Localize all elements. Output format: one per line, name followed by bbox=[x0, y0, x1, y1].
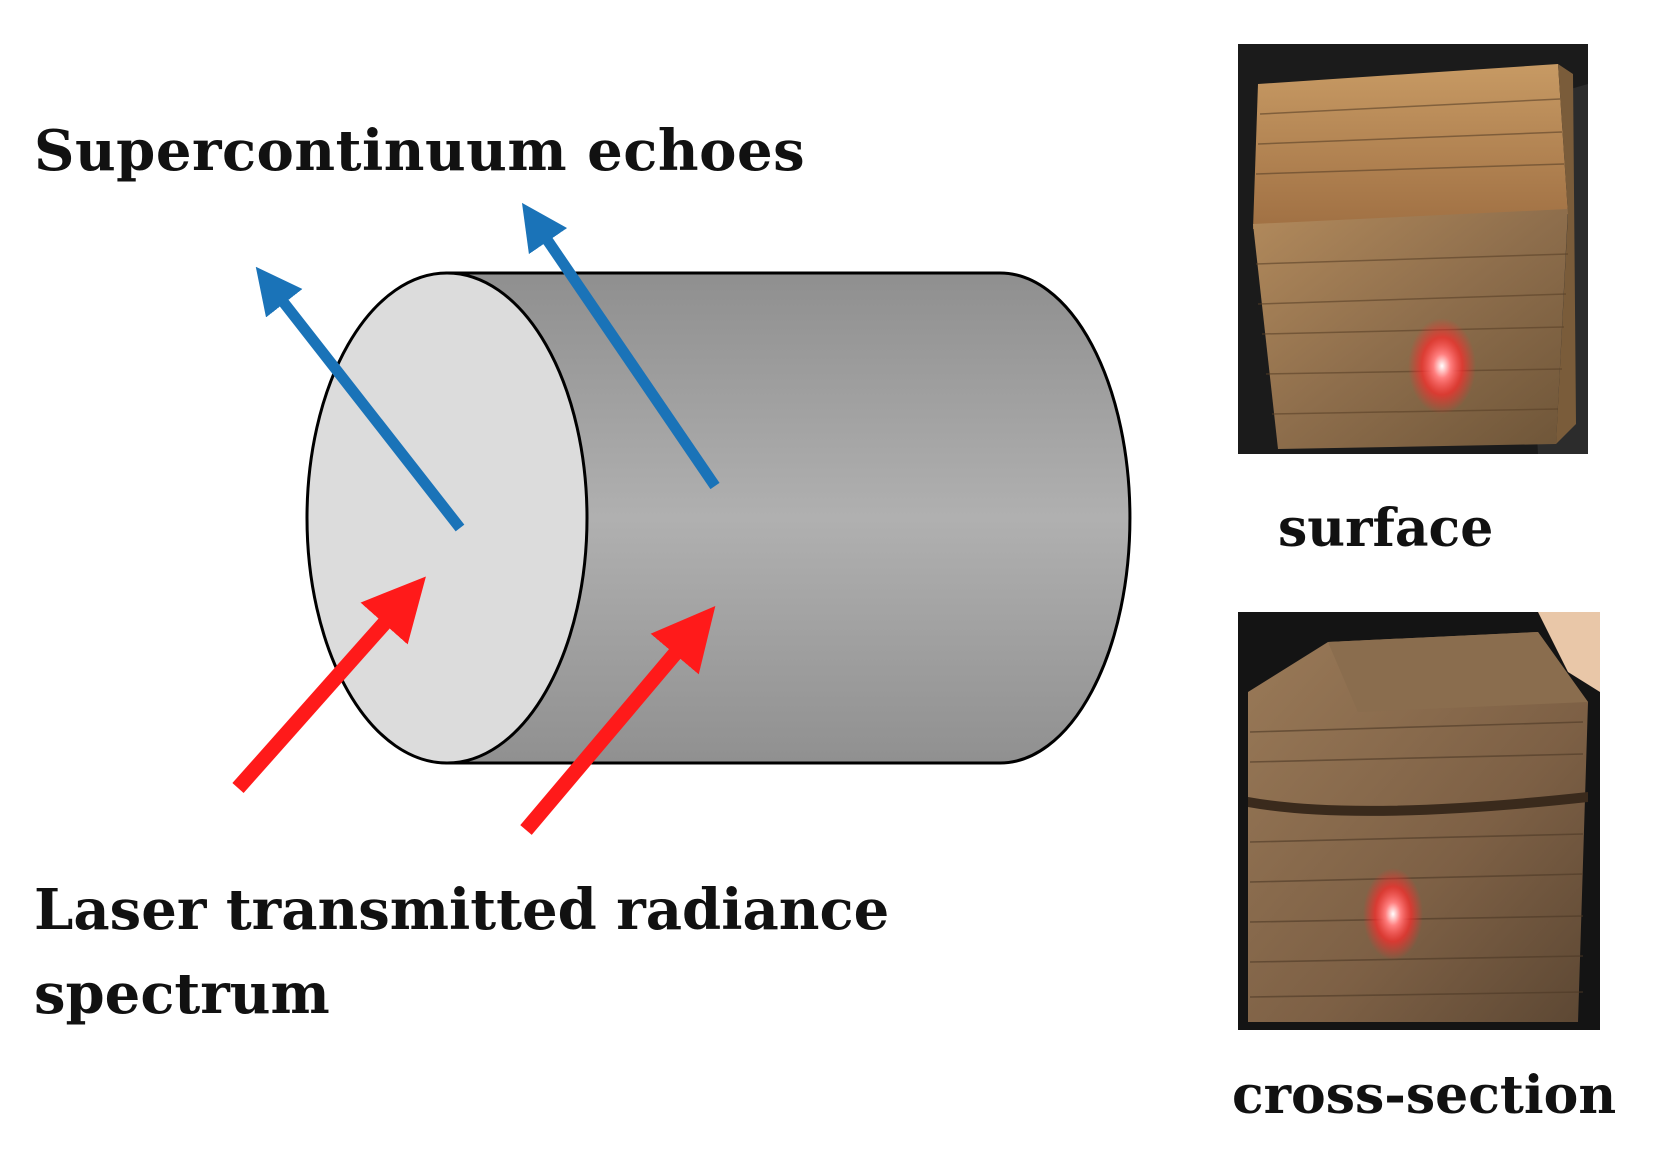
echo-arrow-1 bbox=[255, 266, 465, 532]
laser-label: Laser transmitted radiance spectrum bbox=[34, 868, 934, 1036]
laser-label-line1: Laser transmitted radiance bbox=[34, 877, 890, 943]
cross-section-label: cross-section bbox=[1232, 1065, 1617, 1126]
cylinder-diagram bbox=[232, 202, 1132, 835]
laser-label-line2: spectrum bbox=[34, 961, 330, 1027]
laser-spot-icon bbox=[1363, 868, 1423, 960]
surface-photo bbox=[1238, 44, 1588, 454]
laser-arrow-2 bbox=[520, 605, 716, 835]
echoes-label: Supercontinuum echoes bbox=[34, 118, 806, 184]
echo-arrow-2 bbox=[521, 202, 720, 490]
laser-spot-icon bbox=[1408, 318, 1476, 414]
cylinder-body bbox=[445, 271, 1132, 765]
surface-label: surface bbox=[1278, 498, 1494, 559]
cross-section-photo bbox=[1238, 612, 1600, 1030]
laser-arrow-1 bbox=[232, 576, 426, 793]
